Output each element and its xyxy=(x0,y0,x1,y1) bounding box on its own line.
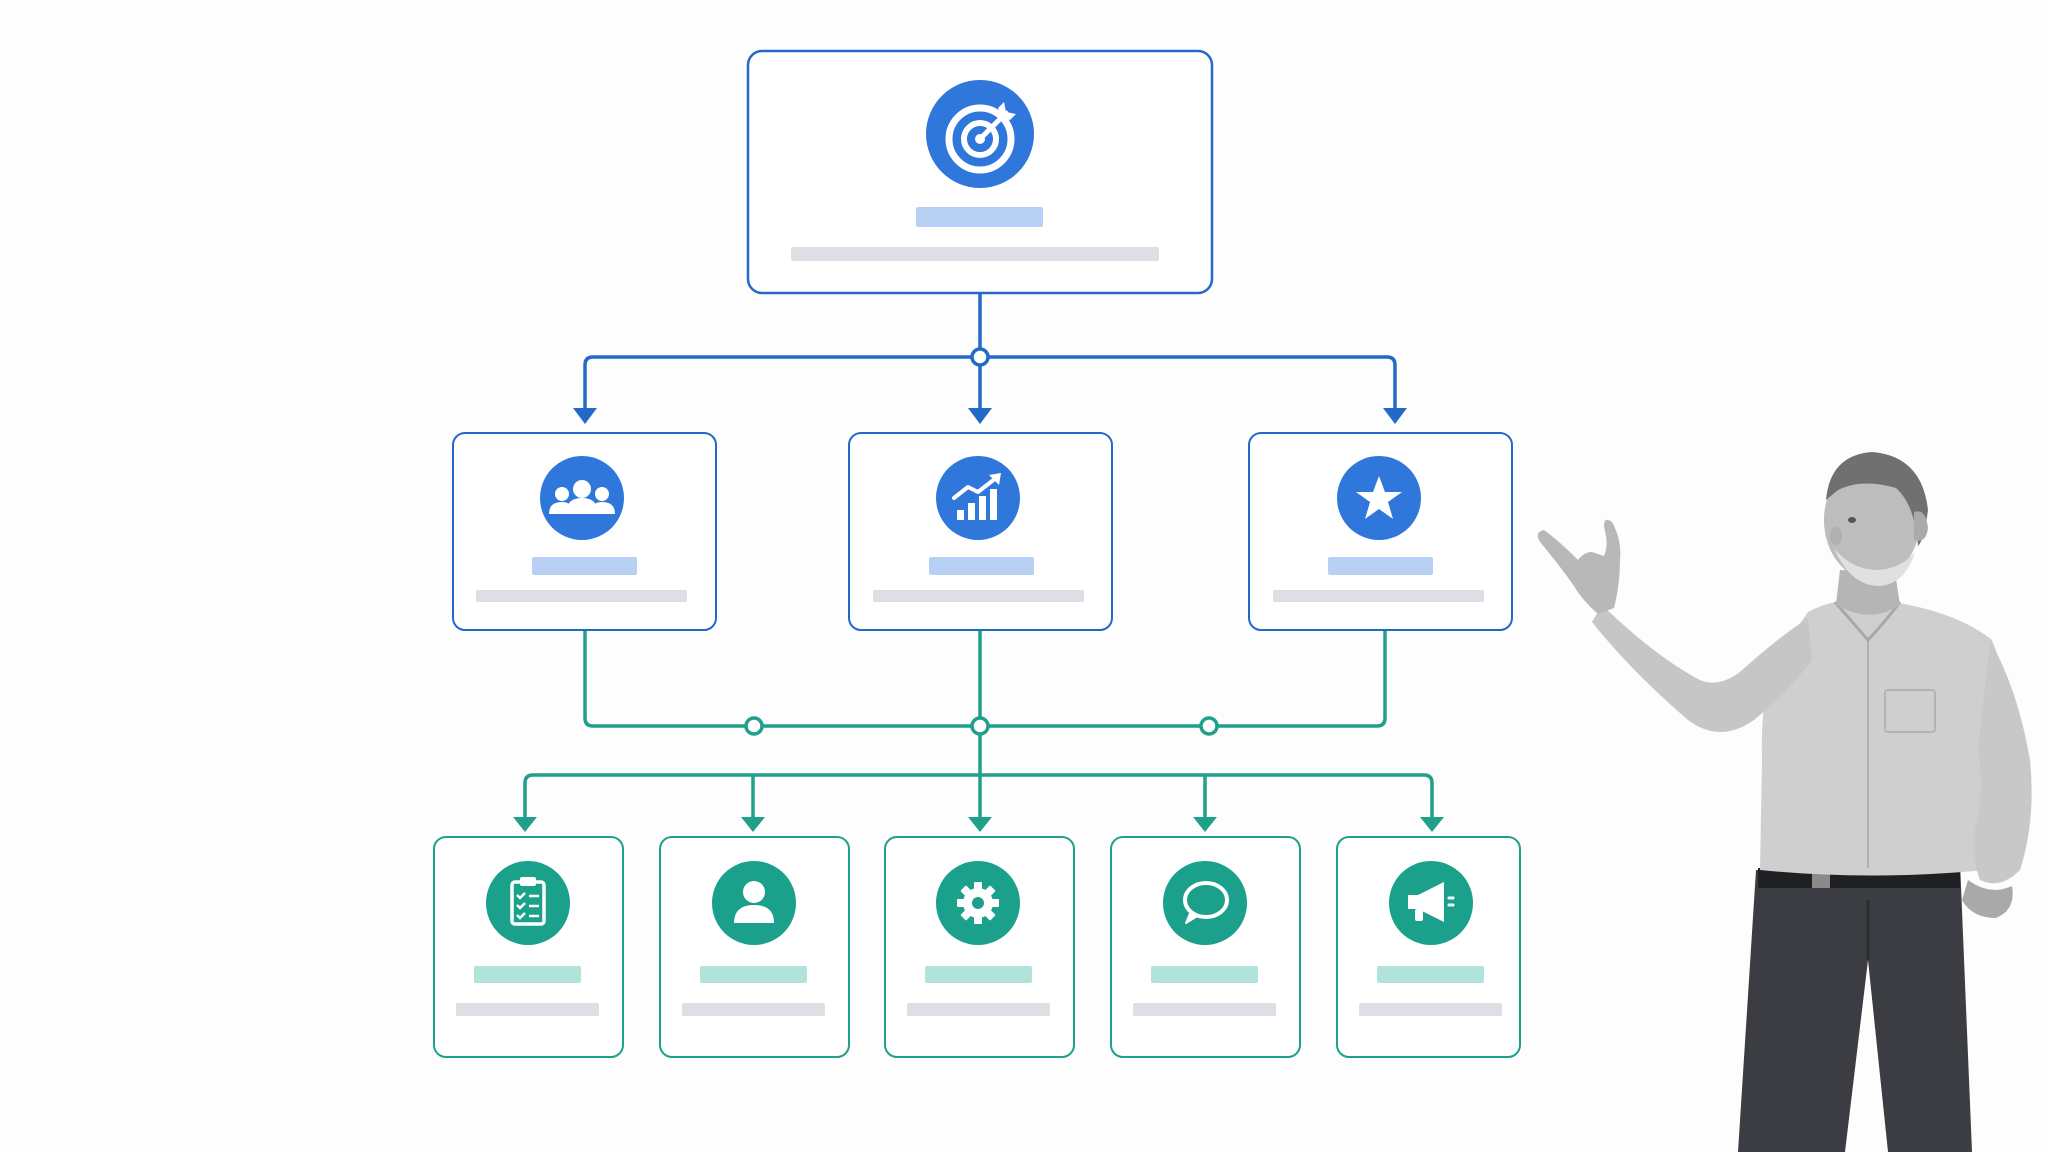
middle-node-card-3 xyxy=(1248,432,1513,631)
junction-node-right xyxy=(1199,716,1219,736)
bottom-node-4-description-placeholder xyxy=(1133,1003,1276,1016)
bottom-node-card-5 xyxy=(1336,836,1521,1058)
top-junction-node xyxy=(970,347,990,367)
top-arrowheads xyxy=(573,408,1407,424)
bottom-node-card-1 xyxy=(433,836,624,1058)
junction-node-left xyxy=(744,716,764,736)
target-icon xyxy=(926,80,1034,188)
middle-node-2-title-placeholder xyxy=(929,557,1034,575)
user-icon xyxy=(712,861,796,945)
middle-node-3-description-placeholder xyxy=(1273,590,1484,602)
team-icon xyxy=(540,456,624,540)
middle-node-1-title-placeholder xyxy=(532,557,637,575)
middle-node-3-title-placeholder xyxy=(1328,557,1433,575)
bottom-node-2-title-placeholder xyxy=(700,966,807,983)
bottom-node-3-title-placeholder xyxy=(925,966,1032,983)
bottom-node-card-2 xyxy=(659,836,850,1058)
bottom-node-5-description-placeholder xyxy=(1359,1003,1502,1016)
middle-node-card-1 xyxy=(452,432,717,631)
top-node-description-placeholder xyxy=(791,247,1159,261)
chat-bubble-icon xyxy=(1163,861,1247,945)
bottom-node-1-title-placeholder xyxy=(474,966,581,983)
megaphone-icon xyxy=(1389,861,1473,945)
gear-icon xyxy=(936,861,1020,945)
star-icon xyxy=(1337,456,1421,540)
bottom-node-3-description-placeholder xyxy=(907,1003,1050,1016)
bottom-arrowheads xyxy=(513,817,1444,832)
junction-node-center xyxy=(970,716,990,736)
middle-node-card-2 xyxy=(848,432,1113,631)
bottom-node-5-title-placeholder xyxy=(1377,966,1484,983)
bottom-node-4-title-placeholder xyxy=(1151,966,1258,983)
growth-chart-icon xyxy=(936,456,1020,540)
top-connectors xyxy=(583,291,1397,412)
middle-node-1-description-placeholder xyxy=(476,590,687,602)
top-node-card xyxy=(746,49,1214,295)
bottom-node-card-4 xyxy=(1110,836,1301,1058)
clipboard-checklist-icon xyxy=(486,861,570,945)
middle-node-2-description-placeholder xyxy=(873,590,1084,602)
presenter-figure xyxy=(1537,452,2032,1152)
middle-junction-nodes xyxy=(744,716,1219,736)
bottom-node-2-description-placeholder xyxy=(682,1003,825,1016)
top-node-title-placeholder xyxy=(916,207,1043,227)
bottom-node-1-description-placeholder xyxy=(456,1003,599,1016)
bottom-node-card-3 xyxy=(884,836,1075,1058)
